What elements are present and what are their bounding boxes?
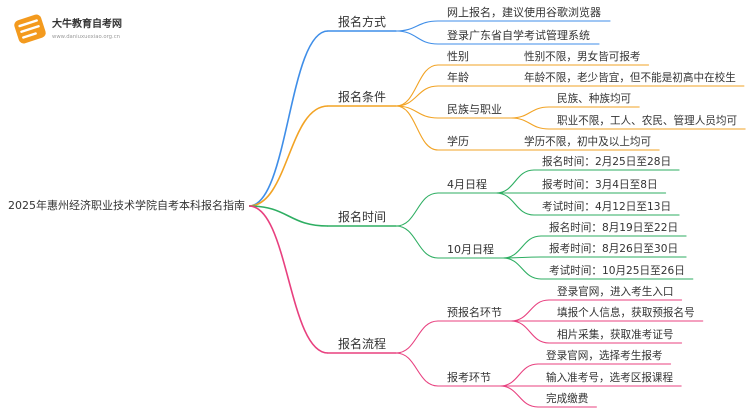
connector-line <box>396 20 439 32</box>
topic-ethnicity-detail-label: 民族、种族均可 <box>557 92 632 105</box>
branch-registration-process-label: 报名流程 <box>338 336 386 351</box>
connector-layer <box>248 20 550 408</box>
topic-october-exam-date-label: 考试时间：10月25日至26日 <box>549 264 685 277</box>
connector-line <box>495 169 535 194</box>
topic-october-registration-date: 报名时间：8月19日至22日 <box>540 221 687 237</box>
topic-october-schedule-label: 10月日程 <box>447 243 494 256</box>
branch-registration-requirements: 报名条件 <box>327 89 397 107</box>
topic-april-exam-date-label: 考试时间：4月12日至13日 <box>542 200 671 213</box>
topic-ethnicity-occupation-label: 民族与职业 <box>447 102 502 116</box>
topic-age: 年龄 <box>437 70 479 87</box>
connector-line <box>395 64 439 107</box>
topic-education: 学历 <box>437 134 479 151</box>
topic-october-application-date: 报考时间：8月26日至30日 <box>540 242 687 258</box>
step-photo-collection: 相片采集，获取准考证号 <box>548 328 683 344</box>
topic-gender-detail-label: 性别不限，男女皆可报考 <box>524 50 641 63</box>
connector-line <box>395 320 439 354</box>
topic-age-label: 年龄 <box>447 70 469 84</box>
topic-gender: 性别 <box>437 49 479 66</box>
topic-education-detail-label: 学历不限，初中及以上均可 <box>524 135 652 148</box>
brand-name: 大牛教育自考网 <box>52 17 122 30</box>
branch-registration-method-label: 报名方式 <box>338 14 386 29</box>
connector-line <box>502 235 542 259</box>
topic-october-registration-date-label: 报名时间：8月19日至22日 <box>549 221 678 234</box>
connector-line <box>248 205 329 227</box>
topic-age-detail-label: 年龄不限，老少皆宜，但不能是初高中在校生 <box>524 71 736 84</box>
step-photo-collection-label: 相片采集，获取准考证号 <box>557 328 674 341</box>
connector-line <box>396 85 439 107</box>
branch-registration-process: 报名流程 <box>327 336 397 354</box>
step-login-select-application-label: 登录官网，选择考生报考 <box>546 349 663 362</box>
topic-ethnicity-occupation: 民族与职业 <box>437 102 512 119</box>
topic-april-exam-date: 考试时间：4月12日至13日 <box>533 200 680 216</box>
topic-april-application-date-label: 报考时间：3月4日至8日 <box>542 178 658 191</box>
step-login-candidate-portal-label: 登录官网，进入考生入口 <box>557 285 674 298</box>
connector-line <box>510 320 550 344</box>
topic-ethnicity-detail: 民族、种族均可 <box>548 92 640 108</box>
connector-line <box>248 30 329 207</box>
topic-april-registration-date-label: 报名时间：2月25日至28日 <box>542 155 671 168</box>
connector-line <box>510 299 550 322</box>
connector-line <box>511 106 550 119</box>
connector-line <box>502 257 542 280</box>
mindmap-root: 2025年惠州经济职业技术学院自考本科报名指南 <box>8 198 245 212</box>
connector-line <box>248 205 329 354</box>
branch-registration-requirements-label: 报名条件 <box>338 89 386 104</box>
connector-line <box>499 385 539 408</box>
topic-pre-registration-stage: 预报名环节 <box>437 305 512 322</box>
step-complete-payment: 完成缴费 <box>537 392 597 408</box>
brand-logo: 大牛教育自考网 www.daniuxuexiao.org.cn <box>14 14 122 44</box>
topic-exam-application-stage: 报考环节 <box>437 370 501 387</box>
connector-line <box>396 30 439 45</box>
connector-line <box>248 105 329 207</box>
branch-registration-time-label: 报名时间 <box>338 209 386 224</box>
step-login-select-application: 登录官网，选择考生报考 <box>537 349 672 365</box>
step-fill-personal-info-label: 填报个人信息，获取预报名号 <box>557 306 695 319</box>
topic-login-guangdong-system-label: 登录广东省自学考试管理系统 <box>447 28 590 42</box>
topic-april-registration-date: 报名时间：2月25日至28日 <box>533 155 680 171</box>
connector-line <box>395 225 439 259</box>
book-logo-icon <box>14 14 46 44</box>
connector-line <box>495 192 535 216</box>
step-fill-personal-info: 填报个人信息，获取预报名号 <box>548 306 704 322</box>
topic-online-registration: 网上报名，建议使用谷歌浏览器 <box>437 5 611 22</box>
step-complete-payment-label: 完成缴费 <box>546 392 588 405</box>
topic-pre-registration-stage-label: 预报名环节 <box>447 305 502 319</box>
connector-line <box>499 363 539 387</box>
topic-occupation-detail-label: 职业不限，工人、农民、管理人员均可 <box>557 114 737 127</box>
topic-gender-detail: 性别不限，男女皆可报考 <box>515 50 650 66</box>
topic-october-schedule: 10月日程 <box>437 243 504 259</box>
branch-registration-method: 报名方式 <box>327 14 397 32</box>
topic-october-application-date-label: 报考时间：8月26日至30日 <box>549 242 678 255</box>
topic-education-label: 学历 <box>447 134 469 148</box>
topic-october-exam-date: 考试时间：10月25日至26日 <box>540 264 694 280</box>
branch-registration-time: 报名时间 <box>327 209 397 227</box>
topic-april-schedule: 4月日程 <box>437 178 497 194</box>
step-login-candidate-portal: 登录官网，进入考生入口 <box>548 285 683 301</box>
topic-april-schedule-label: 4月日程 <box>447 178 487 191</box>
topic-education-detail: 学历不限，初中及以上均可 <box>515 135 660 151</box>
topic-age-detail: 年龄不限，老少皆宜，但不能是初高中在校生 <box>515 71 745 87</box>
connector-line <box>511 117 550 130</box>
connector-line <box>395 352 439 387</box>
connector-line <box>395 105 439 151</box>
mindmap-root-title: 2025年惠州经济职业技术学院自考本科报名指南 <box>8 198 245 212</box>
step-enter-admission-number: 输入准考号，选考区报课程 <box>537 371 682 387</box>
topic-april-application-date: 报考时间：3月4日至8日 <box>533 178 667 194</box>
topic-online-registration-label: 网上报名，建议使用谷歌浏览器 <box>447 5 601 19</box>
topic-occupation-detail: 职业不限，工人、农民、管理人员均可 <box>548 114 746 130</box>
topic-login-guangdong-system: 登录广东省自学考试管理系统 <box>437 28 600 45</box>
brand-url: www.daniuxuexiao.org.cn <box>52 34 120 40</box>
topic-gender-label: 性别 <box>447 49 469 63</box>
topic-exam-application-stage-label: 报考环节 <box>447 370 491 384</box>
connector-line <box>395 192 439 227</box>
step-enter-admission-number-label: 输入准考号，选考区报课程 <box>546 371 674 384</box>
